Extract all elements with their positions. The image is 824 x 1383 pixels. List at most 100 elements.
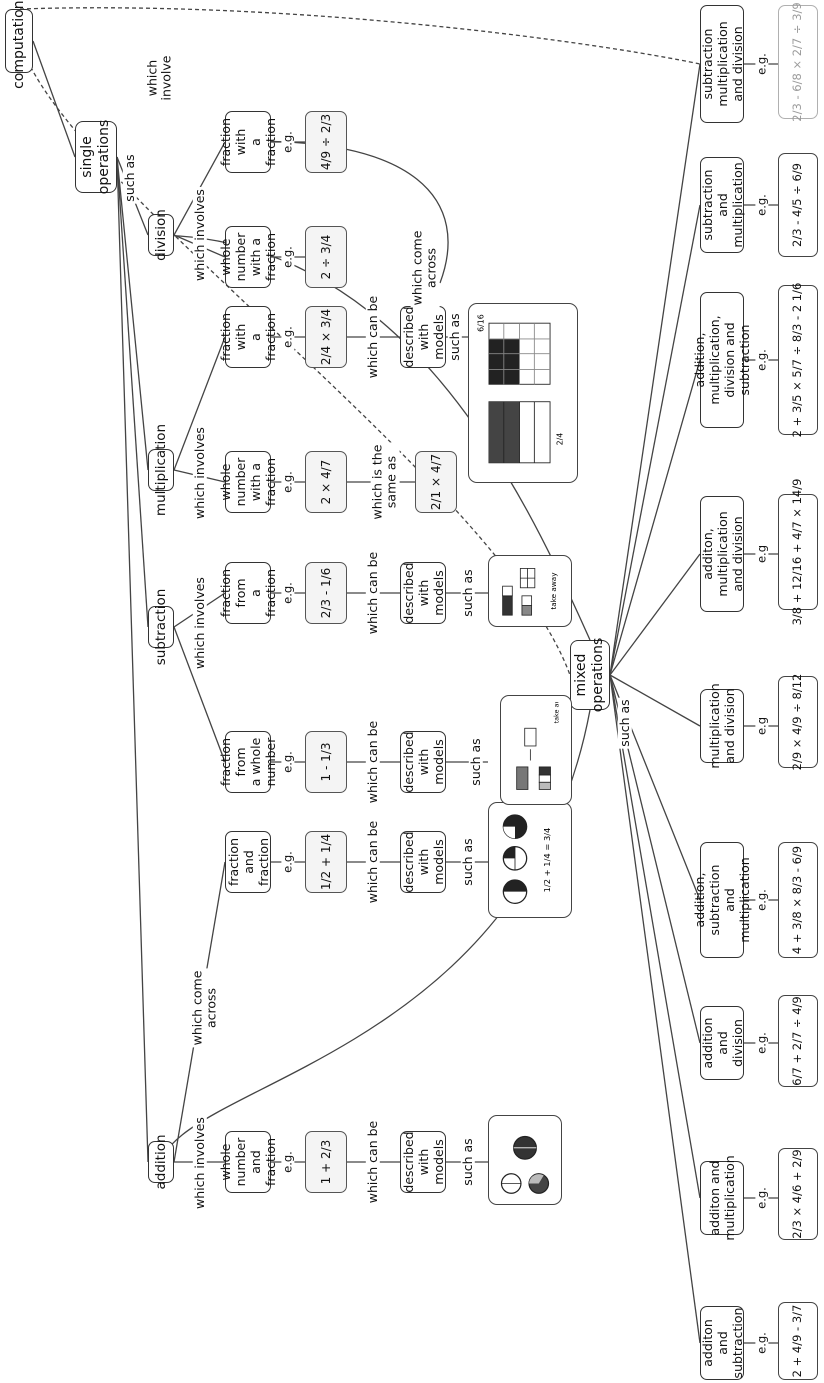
label-such-as-single: such as: [123, 152, 137, 203]
example-mul-fraction: 2/4 × 3/4: [305, 306, 347, 368]
models-add-fraction[interactable]: described with models: [400, 831, 446, 893]
models-sub-fraction[interactable]: described with models: [400, 562, 446, 624]
mixed-example-1: 2 + 4/9 - 3/7: [778, 1302, 818, 1380]
mixed-example-8: 2/3 - 4/5 ÷ 6/9: [778, 153, 818, 257]
label-which-can-be-add-whole: which can be: [366, 1119, 380, 1205]
multiplication-whole-with-fraction[interactable]: whole number with a fraction: [225, 451, 271, 513]
label-such-as-mul: such as: [448, 311, 462, 362]
label-which-involves-division: which involves: [193, 187, 207, 283]
link-mixed-type-7: [610, 205, 700, 675]
label-eg-mixed-8: e.g.: [755, 192, 768, 218]
label-such-as-sub-frac: such as: [461, 567, 475, 618]
label-which-can-be-sub-frac: which can be: [366, 550, 380, 636]
models-add-whole[interactable]: described with models: [400, 1131, 446, 1193]
label-which-can-be-sub-whole: which can be: [366, 719, 380, 805]
link-computations-mixed9: [20, 8, 700, 64]
mixed-add-sub-mul[interactable]: addition, subtraction and multiplication: [700, 842, 744, 958]
label-eg-mixed-2: e.g.: [755, 1185, 768, 1211]
link-mixed-type-8: [610, 64, 700, 675]
addition-node[interactable]: addition: [148, 1141, 174, 1183]
model-mul-picture: 2/4 6/16: [468, 303, 578, 483]
link-mixed-type-6: [610, 360, 700, 675]
label-eg-mixed-6: e.g: [755, 543, 768, 565]
label-eg-mul-whole: e.g.: [281, 469, 294, 495]
label-eg-mul-frac: e.g.: [281, 324, 294, 350]
example-add-fraction: 1/2 + 1/4: [305, 831, 347, 893]
example-sub-fraction: 2/3 - 1/6: [305, 562, 347, 624]
addition-whole-number-and-fraction[interactable]: whole number and fraction: [225, 1131, 271, 1193]
label-which-is-same-as: which is the same as: [371, 443, 400, 522]
model-add-whole-picture: [488, 1115, 562, 1205]
label-eg-mixed-4: e.g.: [755, 887, 768, 913]
mixed-sub-mul[interactable]: subtraction and multiplication: [700, 157, 744, 253]
label-which-involves-multiplication: which involves: [193, 425, 207, 521]
label-which-involve: which involve: [146, 53, 175, 102]
multiplication-node[interactable]: multiplication: [148, 449, 174, 491]
label-eg-div-whole: e.g.: [281, 244, 294, 270]
single-operations-node[interactable]: single operations: [75, 121, 117, 193]
label-eg-sub-frac: e.g.: [281, 580, 294, 606]
mixed-add-mul-div[interactable]: additon, multiplication and division: [700, 496, 744, 612]
label-such-as-sub-whole: such as: [469, 736, 483, 787]
link-mixed-type-1: [610, 675, 700, 1198]
division-node[interactable]: division: [148, 214, 174, 256]
circle-fraction-model-icon: 1/2 + 1/4 = 3/4: [495, 809, 565, 911]
mixed-example-6: 3/8 + 12/16 + 4/7 × 14/9: [778, 494, 818, 610]
pie-model-icon: [495, 1122, 555, 1198]
label-eg-mixed-9: e.g.: [755, 51, 768, 77]
label-which-can-be-mul: which can be: [366, 294, 380, 380]
models-mul[interactable]: described with models: [400, 306, 446, 368]
mixed-example-7: 2 + 3/5 × 5/7 ÷ 8/3 - 2 1/6: [778, 285, 818, 435]
label-eg-mixed-1: e.g.: [755, 1330, 768, 1356]
subtraction-fraction-from-whole[interactable]: fraction from a whole number: [225, 731, 271, 793]
take-away-label: take away: [553, 702, 561, 723]
link-computations-single: [33, 41, 75, 157]
example-div-fraction: 4/9 ÷ 2/3: [305, 111, 347, 173]
label-eg-sub-whole: e.g.: [281, 749, 294, 775]
models-sub-whole[interactable]: described with models: [400, 731, 446, 793]
example-add-whole: 1 + 2/3: [305, 1131, 347, 1193]
mixed-sub-mul-div[interactable]: subtraction multiplication and division: [700, 5, 744, 123]
model-add-fraction-equation: 1/2 + 1/4 = 3/4: [542, 828, 552, 893]
mixed-mul-div[interactable]: multiplication and division: [700, 689, 744, 763]
area-model-grid-icon: 2/4 6/16: [475, 310, 571, 476]
label-eg-mixed-5: e.g: [755, 715, 768, 737]
division-whole-with-fraction[interactable]: whole number with a fraction: [225, 226, 271, 288]
example-div-whole: 2 ÷ 3/4: [305, 226, 347, 288]
label-eg-add-frac: e.g.: [281, 849, 294, 875]
mixed-operations-node[interactable]: mixed operations: [570, 640, 610, 710]
mixed-example-4: 4 + 3/8 × 8/3 - 6/9: [778, 842, 818, 958]
mixed-addition-multiplication[interactable]: additon and multiplication: [700, 1161, 744, 1235]
label-eg-mixed-3: e.g.: [755, 1030, 768, 1056]
example-mul-whole: 2 × 4/7: [305, 451, 347, 513]
label-eg-add-whole: e.g.: [281, 1149, 294, 1175]
bar-subtraction-model-icon: take away: [495, 562, 565, 620]
label-which-involves-subtraction: which involves: [193, 575, 207, 671]
label-which-come-across-right: which come across: [411, 229, 440, 308]
division-fraction-with-fraction[interactable]: fraction with a fraction: [225, 111, 271, 173]
computations-node[interactable]: computations: [5, 9, 33, 73]
label-such-as-add-frac: such as: [461, 836, 475, 887]
bar-take-away-model-icon: take away: [507, 702, 565, 798]
mixed-addition-subtraction[interactable]: additon and subtraction: [700, 1306, 744, 1380]
multiplication-fraction-with-fraction[interactable]: fraction with a fraction: [225, 306, 271, 368]
label-eg-mixed-7: e.g.: [755, 347, 768, 373]
label-which-can-be-add-frac: which can be: [366, 819, 380, 905]
model-add-fraction-picture: 1/2 + 1/4 = 3/4: [488, 802, 572, 918]
mixed-addition-division[interactable]: addition and division: [700, 1006, 744, 1080]
mixed-add-mul-div-sub[interactable]: addition, multiplication, division and s…: [700, 292, 744, 428]
label-eg-div-frac: e.g.: [281, 129, 294, 155]
example-sub-whole: 1 - 1/3: [305, 731, 347, 793]
subtraction-fraction-from-fraction[interactable]: fraction from a fraction: [225, 562, 271, 624]
addition-fraction-and-fraction[interactable]: fraction and fraction: [225, 831, 271, 893]
subtraction-node[interactable]: subtraction: [148, 606, 174, 648]
model-sub-whole-picture: take away: [500, 695, 572, 805]
mul-model-top-label: 2/4: [555, 433, 564, 446]
take-away-label-2: take away: [549, 572, 558, 610]
mixed-example-9: 2/3 - 6/8 × 2/7 ÷ 3/9: [778, 5, 818, 119]
label-which-involves-addition: which involves: [193, 1115, 207, 1211]
model-sub-fraction-picture: take away: [488, 555, 572, 627]
label-such-as-mixed: such as: [618, 697, 632, 748]
